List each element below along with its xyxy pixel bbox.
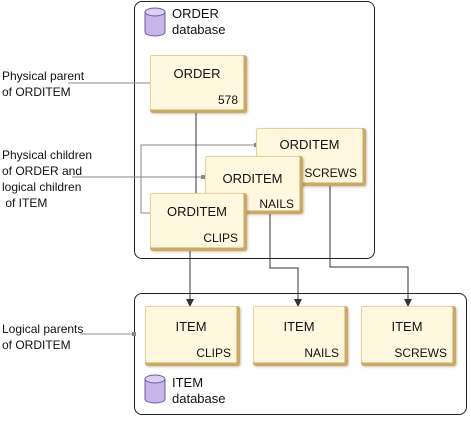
segment-name: ITEM (175, 319, 207, 334)
database-icon (144, 374, 166, 404)
segment-item-nails: ITEM NAILS (253, 306, 348, 366)
segment-name: ORDITEM (222, 171, 283, 186)
annotation-logical-parents: Logical parents of ORDITEM (2, 322, 84, 352)
segment-name: ORDITEM (279, 137, 340, 152)
database-icon (144, 7, 166, 37)
annotation-physical-parent: Physical parent of ORDITEM (2, 69, 85, 99)
segment-key: SCREWS (304, 166, 357, 180)
segment-key: CLIPS (203, 231, 238, 245)
segment-order: ORDER 578 (150, 55, 247, 113)
segment-key: CLIPS (196, 346, 231, 360)
segment-name: ORDER (173, 66, 221, 81)
segment-key: NAILS (304, 346, 339, 360)
item-database-name: ITEM (172, 375, 204, 390)
segment-name: ITEM (391, 319, 423, 334)
segment-item-clips: ITEM CLIPS (145, 306, 240, 366)
segment-key: SCREWS (394, 346, 447, 360)
segment-item-screws: ITEM SCREWS (361, 306, 456, 366)
screws-to-item-arrow (329, 184, 412, 307)
order-database-name: ORDER (172, 6, 219, 21)
order-database-label: ORDER database (172, 6, 226, 38)
segment-key: 578 (217, 93, 238, 107)
item-database-caption: database (172, 391, 226, 406)
annotation-physical-children: Physical children of ORDER and logical c… (2, 148, 93, 210)
segment-key: NAILS (259, 197, 294, 211)
item-database-label: ITEM database (172, 375, 226, 407)
nails-to-item-arrow (269, 212, 302, 307)
segment-orditem-clips: ORDITEM CLIPS (150, 193, 247, 251)
segment-name: ORDITEM (167, 204, 227, 219)
order-database-caption: database (172, 22, 226, 37)
segment-name: ITEM (283, 319, 315, 334)
physical-child-bracket (140, 144, 256, 214)
